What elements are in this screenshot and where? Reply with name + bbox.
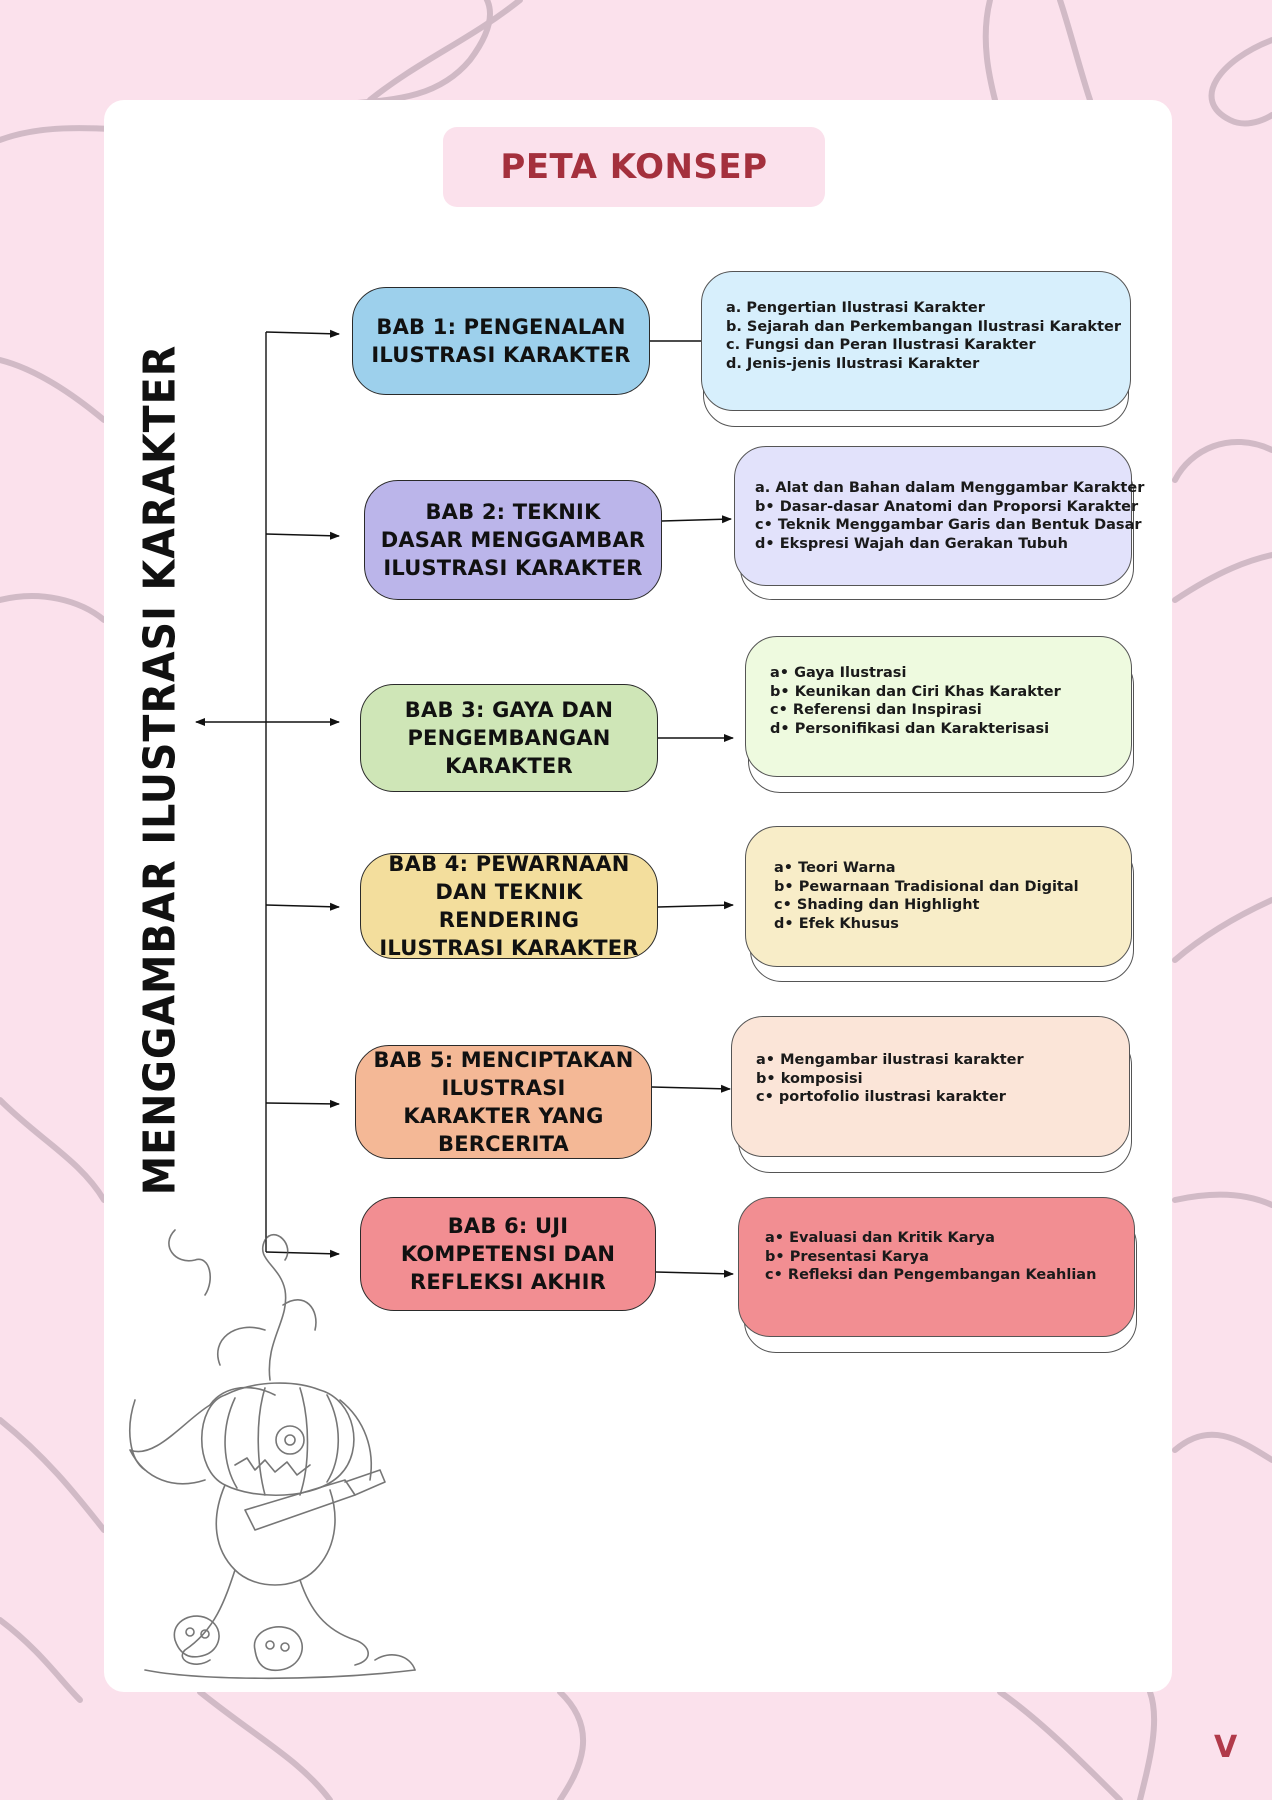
detail-item: a. Alat dan Bahan dalam Menggambar Karak… (755, 480, 1145, 496)
chapter-node-6: BAB 6: UJI KOMPETENSI DAN REFLEKSI AKHIR (360, 1197, 656, 1311)
chapter-node-5: BAB 5: MENCIPTAKAN ILUSTRASI KARAKTER YA… (355, 1045, 652, 1159)
detail-item: b• Presentasi Karya (765, 1248, 929, 1265)
detail-item: c• Refleksi dan Pengembangan Keahlian (765, 1267, 1097, 1283)
detail-item: d• Ekspresi Wajah dan Gerakan Tubuh (755, 535, 1068, 552)
detail-item: d. Jenis-jenis Ilustrasi Karakter (726, 355, 980, 372)
detail-item: a• Gaya Ilustrasi (770, 665, 907, 681)
detail-list-6: a• Evaluasi dan Kritik Karya b• Presenta… (765, 1229, 1134, 1285)
chapter-node-3: BAB 3: GAYA DAN PENGEMBANGAN KARAKTER (360, 684, 658, 792)
detail-item: c• Teknik Menggambar Garis dan Bentuk Da… (755, 517, 1142, 533)
detail-item: c• Shading dan Highlight (774, 897, 980, 913)
detail-item: c• Referensi dan Inspirasi (770, 702, 982, 718)
detail-item: b• Dasar-dasar Anatomi dan Proporsi Kara… (755, 498, 1139, 515)
page-title: PETA KONSEP (500, 147, 768, 187)
pumpkin-character-illustration (129, 1229, 416, 1680)
detail-list-4: a• Teori Warna b• Pewarnaan Tradisional … (774, 859, 1131, 933)
detail-item: d• Efek Khusus (774, 915, 899, 932)
detail-list-2: a. Alat dan Bahan dalam Menggambar Karak… (755, 479, 1145, 553)
chapter-node-2: BAB 2: TEKNIK DASAR MENGGAMBAR ILUSTRASI… (364, 480, 662, 600)
detail-box-1: a. Pengertian Ilustrasi Karakter b. Seja… (701, 271, 1131, 411)
detail-item: b. Sejarah dan Perkembangan Ilustrasi Ka… (726, 318, 1121, 335)
main-topic-label: MENGGAMBAR ILUSTRASI KARAKTER (134, 344, 186, 1196)
detail-item: a• Teori Warna (774, 860, 896, 876)
detail-item: a• Evaluasi dan Kritik Karya (765, 1230, 995, 1246)
detail-item: c. Fungsi dan Peran Ilustrasi Karakter (726, 337, 1036, 353)
detail-box-6: a• Evaluasi dan Kritik Karya b• Presenta… (738, 1197, 1135, 1337)
detail-box-2: a. Alat dan Bahan dalam Menggambar Karak… (734, 446, 1145, 586)
detail-list-5: a• Mengambar ilustrasi karakter b• kompo… (756, 1051, 1129, 1107)
detail-item: b• Keunikan dan Ciri Khas Karakter (770, 683, 1061, 700)
detail-box-3: a• Gaya Ilustrasi b• Keunikan dan Ciri K… (745, 636, 1132, 777)
detail-item: a. Pengertian Ilustrasi Karakter (726, 300, 985, 316)
detail-item: d• Personifikasi dan Karakterisasi (770, 720, 1050, 737)
detail-item: b• Pewarnaan Tradisional dan Digital (774, 878, 1079, 895)
detail-list-3: a• Gaya Ilustrasi b• Keunikan dan Ciri K… (770, 664, 1131, 738)
chapter-node-1: BAB 1: PENGENALAN ILUSTRASI KARAKTER (352, 287, 650, 395)
detail-item: c• portofolio ilustrasi karakter (756, 1089, 1006, 1105)
title-box: PETA KONSEP (443, 127, 825, 207)
detail-item: b• komposisi (756, 1070, 863, 1087)
detail-box-5: a• Mengambar ilustrasi karakter b• kompo… (731, 1016, 1130, 1157)
page-number: V (1214, 1730, 1238, 1765)
detail-item: a• Mengambar ilustrasi karakter (756, 1052, 1024, 1068)
detail-box-4: a• Teori Warna b• Pewarnaan Tradisional … (745, 826, 1132, 967)
chapter-node-4: BAB 4: PEWARNAAN DAN TEKNIK RENDERING IL… (360, 852, 658, 960)
detail-list-1: a. Pengertian Ilustrasi Karakter b. Seja… (726, 299, 1130, 373)
